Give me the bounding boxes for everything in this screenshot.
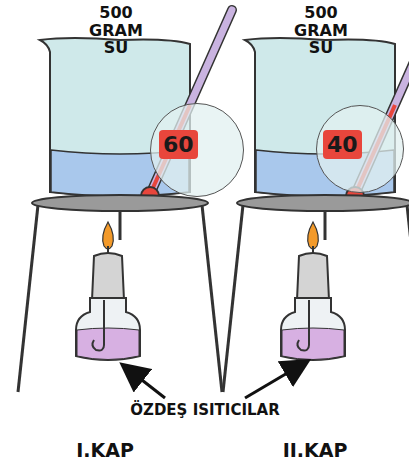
container-label: II.KAP	[250, 440, 380, 461]
water-mass-label: 500 GRAM SU	[76, 4, 156, 57]
water-mass-label: 500 GRAM SU	[281, 4, 361, 57]
temperature-reading: 40	[323, 130, 362, 159]
container-label: I.KAP	[45, 440, 165, 461]
magnifier-circle: 60	[150, 103, 244, 197]
temperature-reading: 60	[159, 130, 198, 159]
magnifier-circle: 40	[316, 105, 404, 193]
heater-label: ÖZDEŞ ISITICILAR	[95, 402, 315, 419]
